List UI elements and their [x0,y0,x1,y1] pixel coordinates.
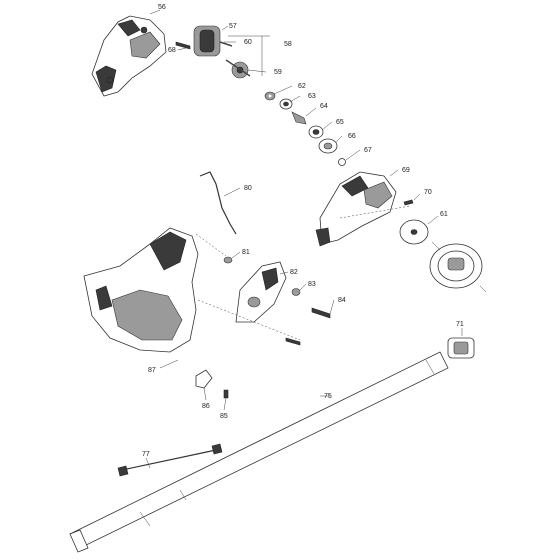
part-68-screw [175,41,191,50]
leader-lines [145,9,463,469]
label-60: 60 [244,39,252,46]
label-84: 84 [338,297,346,304]
label-85: 85 [220,413,228,420]
part-82-bracket [235,261,287,323]
label-64: 64 [320,103,328,110]
label-59: 59 [274,69,282,76]
label-70: 70 [424,189,432,196]
label-58: 58 [284,41,292,48]
label-62: 62 [298,83,306,90]
part-60-shaft [225,59,251,77]
label-71: 71 [456,321,464,328]
label-81: 81 [242,249,250,256]
part-67-ring [338,158,346,166]
part-77-cable [117,443,223,477]
part-61-disc [399,219,429,245]
part-57-motor [193,25,233,57]
label-68: 68 [168,47,176,54]
part-75-shaft [69,351,449,553]
part-81-nut [223,256,233,264]
label-83: 83 [308,281,316,288]
label-69: 69 [402,167,410,174]
part-62-washer [264,91,276,101]
part-70-screw [403,199,414,206]
label-82: 82 [290,269,298,276]
part-66-bearing [318,138,338,154]
part-80-wire-guard [199,171,237,235]
label-67: 67 [364,147,372,154]
part-61-spool-head [429,241,487,293]
guard-screw [285,337,301,346]
label-77: 77 [142,451,150,458]
label-86: 86 [202,403,210,410]
part-85-screw [223,389,229,399]
part-84-bolt [311,307,331,319]
label-61: 61 [440,211,448,218]
part-87-guard [83,227,199,353]
label-87: 87 [148,367,156,374]
part-64-spindle [291,111,307,125]
part-labels: 56 57 58 59 60 61 62 63 64 65 66 67 68 6… [142,4,464,458]
part-69-head-housing [315,171,397,247]
label-57: 57 [229,23,237,30]
part-71-coupling [447,337,475,359]
label-80: 80 [244,185,252,192]
label-66: 66 [348,133,356,140]
part-65-bearing [308,125,324,139]
label-56: 56 [158,4,166,11]
label-63: 63 [308,93,316,100]
part-63-bearing [279,98,293,110]
label-65: 65 [336,119,344,126]
part-56-housing [91,15,167,97]
label-75: 75 [324,393,332,400]
part-86-clamp [195,369,213,389]
part-83-washer [291,288,301,296]
